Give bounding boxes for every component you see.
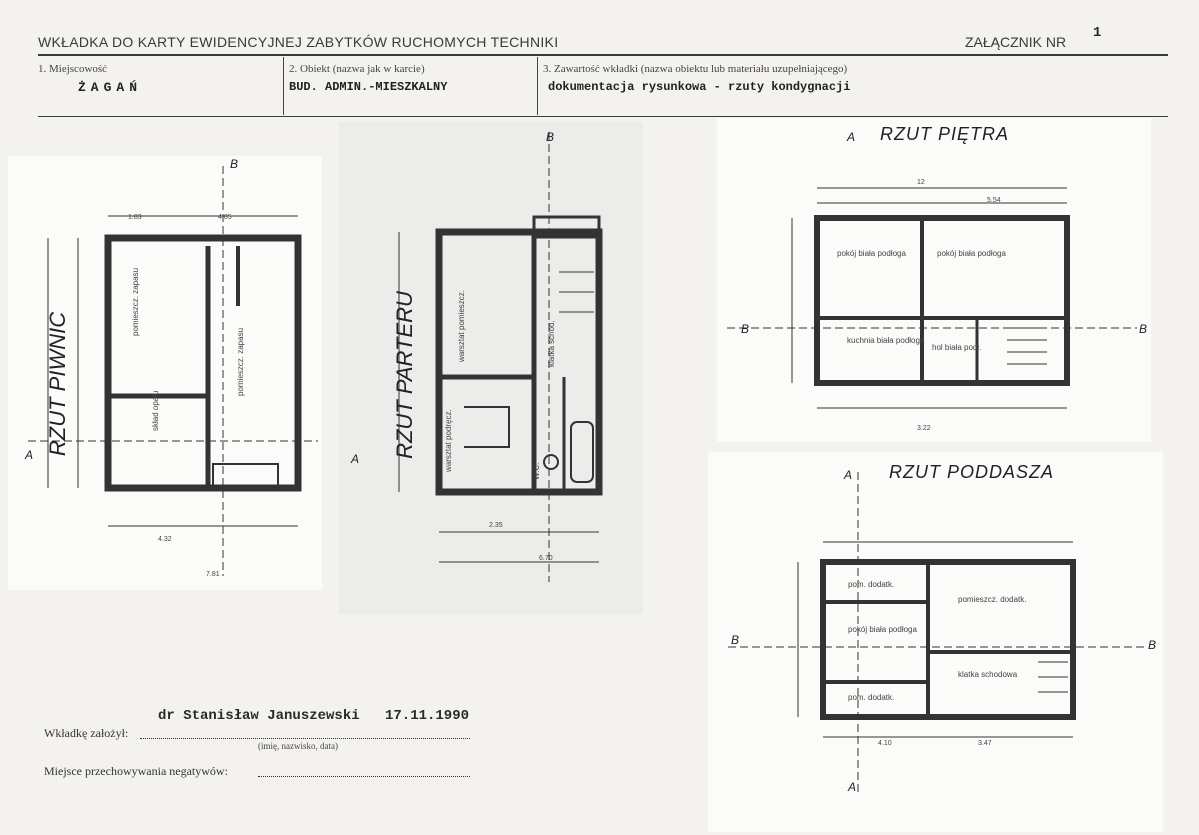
svg-text:warsztat podręcz.: warsztat podręcz. — [444, 409, 453, 473]
svg-text:pokój biała podłoga: pokój biała podłoga — [937, 249, 1006, 258]
plan-floor-drawing: pokój biała podłoga pokój biała podłoga … — [727, 179, 1137, 432]
svg-text:4.32: 4.32 — [158, 536, 172, 543]
plan-floor-marker-b-left: B — [741, 322, 750, 336]
document-title: WKŁADKA DO KARTY EWIDENCYJNEJ ZABYTKÓW R… — [38, 34, 559, 50]
plan-floor-marker-b-right: B — [1139, 322, 1148, 336]
svg-text:hol biała podł.: hol biała podł. — [932, 343, 981, 352]
plan-ground-marker-b: B — [546, 130, 555, 144]
author-value: dr Stanisław Januszewski — [158, 708, 360, 724]
plan-basement-marker-a: A — [25, 448, 34, 462]
author-label: Wkładkę założył: — [44, 726, 129, 740]
field-divider-1 — [283, 57, 284, 115]
annex-label: ZAŁĄCZNIK NR — [965, 34, 1067, 50]
field-label-object: 2. Obiekt (nazwa jak w karcie) — [289, 63, 425, 75]
plan-floor: pokój biała podłoga pokój biała podłoga … — [717, 118, 1151, 442]
plan-ground-marker-a: A — [351, 452, 360, 466]
plan-attic-marker-a-top: A — [844, 468, 853, 482]
svg-text:12: 12 — [917, 179, 925, 186]
svg-text:klatka schodowa: klatka schodowa — [958, 670, 1018, 679]
author-sub-label: (imię, nazwisko, data) — [258, 741, 338, 751]
field-label-content: 3. Zawartość wkładki (nazwa obiektu lub … — [543, 63, 848, 75]
field-value-locality: ŻAGAŃ — [78, 80, 143, 95]
plan-ground-drawing: warsztat pomieszcz. klatka schod. warszt… — [398, 132, 603, 582]
svg-text:3.22: 3.22 — [917, 425, 931, 432]
svg-text:2.35: 2.35 — [489, 522, 503, 529]
svg-text:1.83: 1.83 — [128, 214, 142, 221]
annex-number: 1 — [1093, 25, 1102, 41]
svg-text:4.85: 4.85 — [218, 214, 232, 221]
plan-attic-marker-b-left: B — [731, 633, 740, 647]
svg-text:5.54: 5.54 — [987, 197, 1001, 204]
plan-attic-title: RZUT PODDASZA — [889, 462, 1055, 482]
author-line — [140, 738, 470, 739]
plan-attic-marker-a-bottom: A — [848, 780, 857, 794]
plan-floor-title: RZUT PIĘTRA — [880, 124, 1010, 144]
plan-ground-title: RZUT PARTERU — [391, 291, 417, 459]
svg-text:3.47: 3.47 — [978, 740, 992, 747]
svg-text:pomieszcz. zapasu: pomieszcz. zapasu — [131, 268, 140, 336]
plan-attic-marker-b-right: B — [1148, 638, 1157, 652]
date-value: 17.11.1990 — [385, 708, 470, 724]
field-value-object: BUD. ADMIN.-MIESZKALNY — [289, 80, 448, 94]
storage-line — [258, 776, 470, 777]
svg-text:pokój biała podłoga: pokój biała podłoga — [837, 249, 906, 258]
storage-label: Miejsce przechowywania negatywów: — [44, 764, 228, 778]
svg-text:skład opału: skład opału — [151, 391, 160, 431]
svg-text:pomieszcz. dodatk.: pomieszcz. dodatk. — [958, 595, 1026, 604]
plan-basement-title: RZUT PIWNIC — [45, 311, 71, 457]
svg-text:pomieszcz. zapasu: pomieszcz. zapasu — [236, 328, 245, 396]
plan-ground: warsztat pomieszcz. klatka schod. warszt… — [339, 122, 643, 614]
svg-text:pom. dodatk.: pom. dodatk. — [848, 580, 894, 589]
field-divider-2 — [537, 57, 538, 115]
svg-text:pokój biała podłoga: pokój biała podłoga — [848, 625, 917, 634]
field-value-content: dokumentacja rysunkowa - rzuty kondygnac… — [548, 80, 851, 94]
plan-attic: pom. dodatk. pomieszcz. dodatk. pokój bi… — [708, 452, 1163, 832]
svg-text:4.10: 4.10 — [878, 740, 892, 747]
header-rule-top — [38, 54, 1168, 56]
svg-text:7.81: 7.81 — [206, 571, 220, 578]
svg-text:6.70: 6.70 — [539, 555, 553, 562]
header-rule-bottom — [38, 116, 1168, 117]
plan-basement: pomieszcz. zapasu skład opału pomieszcz.… — [8, 156, 322, 590]
svg-text:kuchnia biała podłoga: kuchnia biała podłoga — [847, 336, 925, 345]
svg-text:W.C.: W.C. — [532, 463, 541, 480]
svg-text:pom. dodatk.: pom. dodatk. — [848, 693, 894, 702]
plan-basement-drawing: pomieszcz. zapasu skład opału pomieszcz.… — [28, 166, 318, 578]
svg-text:warsztat pomieszcz.: warsztat pomieszcz. — [457, 290, 466, 363]
plan-basement-marker-b: B — [230, 157, 239, 171]
field-label-locality: 1. Miejscowość — [38, 63, 108, 75]
plan-floor-marker-a: A — [847, 130, 856, 144]
plan-attic-drawing: pom. dodatk. pomieszcz. dodatk. pokój bi… — [728, 472, 1148, 792]
svg-text:klatka schod.: klatka schod. — [547, 320, 556, 367]
